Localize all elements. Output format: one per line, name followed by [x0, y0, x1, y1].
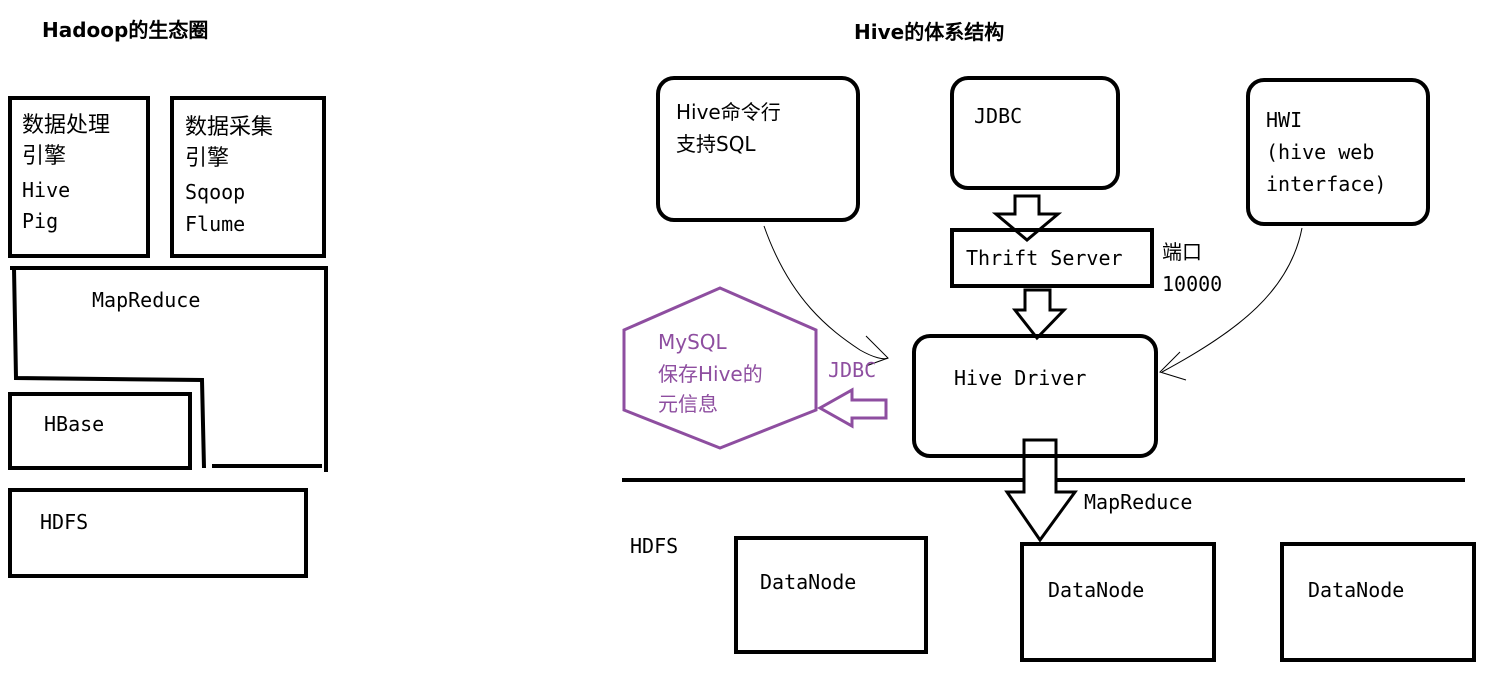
datanode-box-1 — [734, 536, 928, 654]
processing-engine-title-line1: 数据处理 — [22, 113, 111, 138]
hwi-to-driver-curve — [1161, 227, 1303, 373]
hbase-box — [8, 392, 192, 470]
mapreduce-right-label: MapReduce — [1084, 490, 1193, 514]
jdbc-box — [950, 76, 1120, 190]
datanode-label-2: DataNode — [1048, 578, 1145, 602]
cli-to-driver-arrowhead — [865, 335, 889, 367]
processing-engine-box — [8, 96, 150, 258]
driver-to-mysql-arrow — [816, 387, 888, 429]
hive-driver-label: Hive Driver — [954, 366, 1087, 390]
port-label-line1: 端口 — [1162, 240, 1202, 264]
thrift-to-driver-arrow — [1011, 288, 1068, 341]
datanode-label-1: DataNode — [760, 570, 857, 594]
hwi-line2: (hive web — [1266, 140, 1375, 164]
mysql-hexagon — [622, 286, 818, 450]
hive-cli-box — [656, 76, 860, 222]
hive-driver-box — [912, 334, 1158, 458]
datanode-label-3: DataNode — [1308, 578, 1405, 602]
processing-engine-hive: Hive — [22, 178, 71, 202]
collection-engine-flume: Flume — [185, 212, 246, 236]
collection-engine-box — [170, 96, 326, 258]
mapreduce-label: MapReduce — [92, 288, 201, 312]
driver-to-hdfs-arrow — [1004, 438, 1078, 543]
datanode-box-2 — [1020, 542, 1216, 662]
collection-engine-title-line2: 引擎 — [185, 146, 230, 171]
hwi-line3: interface) — [1266, 172, 1387, 196]
mysql-line1: MySQL — [658, 330, 727, 354]
mapreduce-outline — [10, 266, 328, 472]
hbase-label: HBase — [44, 412, 105, 436]
jdbc-box-label: JDBC — [974, 104, 1023, 128]
hwi-to-driver-arrowhead — [1159, 351, 1187, 381]
thrift-server-label: Thrift Server — [966, 246, 1123, 270]
datanode-box-3 — [1280, 542, 1476, 662]
collection-engine-title-line1: 数据采集 — [185, 115, 274, 140]
hwi-line1: HWI — [1266, 108, 1303, 132]
collection-engine-sqoop: Sqoop — [185, 180, 246, 204]
thrift-server-box — [950, 228, 1154, 288]
jdbc-to-thrift-arrow — [991, 194, 1063, 242]
mysql-line2: 保存Hive的 — [658, 362, 763, 386]
hdfs-box — [8, 488, 308, 578]
mysql-line3: 元信息 — [658, 392, 718, 416]
hive-architecture-title: Hive的体系结构 — [854, 20, 1005, 44]
hdfs-label: HDFS — [40, 510, 89, 534]
hive-cli-line1: Hive命令行 — [676, 100, 781, 124]
processing-engine-pig: Pig — [22, 209, 59, 233]
hive-cli-line2: 支持SQL — [676, 132, 756, 156]
cli-to-driver-curve — [763, 225, 889, 360]
processing-engine-title-line2: 引擎 — [22, 144, 67, 169]
hadoop-ecosystem-title: Hadoop的生态圈 — [42, 18, 209, 42]
hwi-box — [1246, 78, 1430, 226]
port-label-line2: 10000 — [1162, 272, 1223, 296]
jdbc-mysql-label: JDBC — [828, 358, 877, 382]
hdfs-right-label: HDFS — [630, 534, 679, 558]
